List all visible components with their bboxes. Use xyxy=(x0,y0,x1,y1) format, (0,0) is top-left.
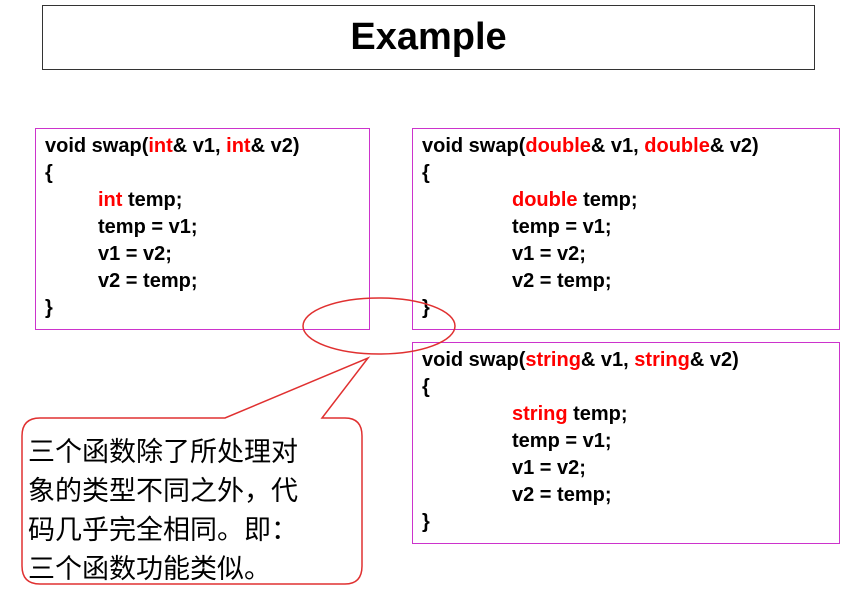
callout-line: 码几乎完全相同。即： xyxy=(28,515,298,546)
code-close-brace: } xyxy=(422,297,430,319)
code-block-int: void swap(int& v1, int& v2) { int temp; … xyxy=(35,128,370,330)
code-line: temp = v1; xyxy=(98,216,198,238)
code-open-brace: { xyxy=(422,376,430,398)
page-title: Example xyxy=(350,16,507,58)
code-close-brace: } xyxy=(45,297,53,319)
callout-line: 三个函数功能类似。 xyxy=(28,554,271,585)
code-open-brace: { xyxy=(422,162,430,184)
code-signature: void swap(double& v1, double& v2) xyxy=(422,135,759,157)
code-block-double: void swap(double& v1, double& v2) { doub… xyxy=(412,128,840,330)
code-line: temp = v1; xyxy=(512,430,612,452)
code-line: v2 = temp; xyxy=(512,484,612,506)
code-declaration: double temp; xyxy=(512,189,638,211)
callout-bubble xyxy=(21,356,371,585)
code-line: v1 = v2; xyxy=(98,243,172,265)
callout-line: 三个函数除了所处理对 xyxy=(28,437,298,468)
code-line: v1 = v2; xyxy=(512,243,586,265)
code-signature: void swap(string& v1, string& v2) xyxy=(422,349,739,371)
callout-line: 象的类型不同之外，代 xyxy=(28,476,298,507)
code-open-brace: { xyxy=(45,162,53,184)
code-declaration: int temp; xyxy=(98,189,183,211)
code-signature: void swap(int& v1, int& v2) xyxy=(45,135,300,157)
code-line: v2 = temp; xyxy=(512,270,612,292)
code-line: v1 = v2; xyxy=(512,457,586,479)
title-box: Example xyxy=(42,5,815,70)
code-close-brace: } xyxy=(422,511,430,533)
code-line: v2 = temp; xyxy=(98,270,198,292)
code-line: temp = v1; xyxy=(512,216,612,238)
callout-text: 三个函数除了所处理对 象的类型不同之外，代 码几乎完全相同。即： 三个函数功能类… xyxy=(28,433,358,589)
code-block-string: void swap(string& v1, string& v2) { stri… xyxy=(412,342,840,544)
code-declaration: string temp; xyxy=(512,403,628,425)
